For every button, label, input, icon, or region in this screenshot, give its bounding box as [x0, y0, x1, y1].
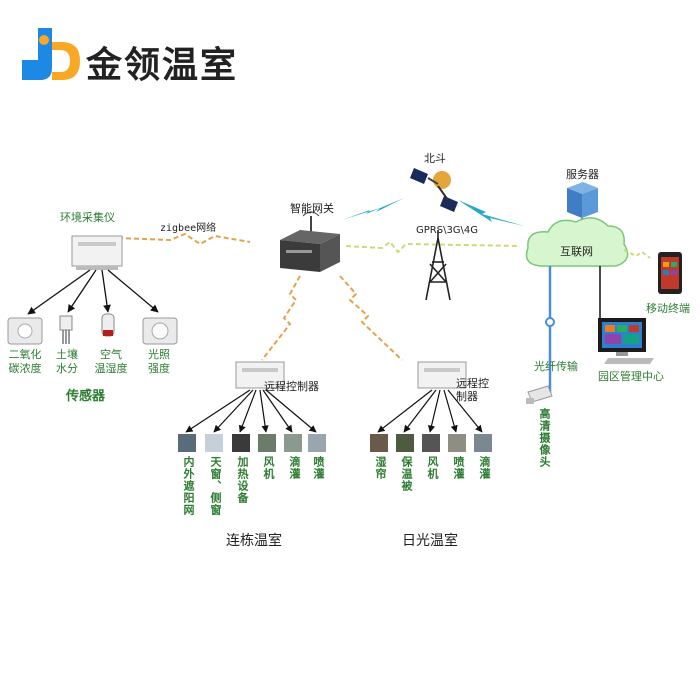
wireless-link: [342, 198, 524, 226]
co2-sensor-icon: [7, 317, 43, 345]
gh1-device-3: 风机: [262, 456, 275, 480]
internet-cloud-icon: [525, 217, 629, 267]
zigbee-link: [117, 232, 251, 246]
environment-collector: [71, 235, 123, 270]
gateway-label: 智能网关: [290, 202, 334, 215]
controller-1-arrows: [185, 389, 317, 433]
beidou-satellite-icon: [410, 168, 458, 212]
park-center-label: 园区管理中心: [598, 370, 664, 383]
cell-tower-icon: [425, 230, 451, 301]
remote-controller-2-label: 远程控制器: [456, 377, 490, 403]
mobile-label: 移动终端: [646, 302, 690, 315]
brand-name: 金领温室: [86, 44, 239, 86]
remote-controller-2-text: 远程控制器: [456, 377, 489, 403]
remote-controller-1-label: 远程控制器: [264, 380, 319, 393]
remote-controller-2-icon: [417, 361, 467, 389]
gh1-device-5: 喷灌: [312, 456, 325, 480]
camera-label: 高清摄像头: [538, 408, 551, 468]
gh2-device-4: 滴灌: [478, 456, 491, 480]
mobile-link: [623, 249, 651, 259]
gh2-device-3: 喷灌: [452, 456, 465, 480]
sensor-light-label: 光照 强度: [148, 348, 170, 375]
gh2-device-1: 保温被: [400, 456, 413, 492]
link-gateway-controller-1: [261, 275, 301, 361]
hd-camera-icon: [526, 385, 553, 404]
sensor-soil-label: 土壤 水分: [56, 348, 78, 375]
gh2-device-0: 湿帘: [374, 456, 387, 480]
fiber-link: [545, 266, 555, 396]
soil-sensor-icon: [59, 315, 73, 344]
sensor-arrows: [27, 269, 159, 315]
fiber-label: 光纤传输: [534, 360, 578, 373]
zigbee-label: zigbee网络: [160, 223, 217, 234]
greenhouse-1-device-icons: [178, 434, 326, 452]
greenhouse-2-device-icons: [370, 434, 492, 452]
sensor-air-label: 空气 温湿度: [94, 348, 128, 375]
mobile-terminal-icon: [658, 252, 682, 294]
sensor-group-label: 传感器: [66, 389, 106, 404]
greenhouse-1-label: 连栋温室: [226, 533, 282, 549]
gh1-device-2: 加热设备: [236, 456, 249, 504]
link-gateway-controller-2: [339, 275, 403, 361]
remote-controller-1-icon: [235, 361, 285, 389]
smart-gateway-icon: [280, 211, 340, 272]
controller-2-arrows: [377, 389, 483, 433]
gh1-device-0: 内外遮阳网: [182, 456, 195, 516]
logo-icon: [22, 28, 80, 80]
beidou-label: 北斗: [424, 152, 446, 165]
air-sensor-icon: [101, 313, 115, 337]
server-icon: [567, 182, 598, 232]
gh2-device-2: 风机: [426, 456, 439, 480]
gprs-label: GPRS\3G\4G: [416, 225, 479, 236]
park-center-pc-icon: [598, 318, 654, 364]
sensor-co2-label: 二氧化 碳浓度: [8, 348, 42, 375]
server-label: 服务器: [566, 168, 599, 181]
gh1-device-1: 天窗、侧窗: [209, 456, 222, 516]
internet-label: 互联网: [560, 245, 593, 258]
gh1-device-4: 滴灌: [288, 456, 301, 480]
collector-label: 环境采集仪: [60, 211, 115, 224]
greenhouse-2-label: 日光温室: [402, 533, 458, 549]
gprs-link: [345, 240, 521, 254]
light-sensor-icon: [142, 317, 178, 345]
